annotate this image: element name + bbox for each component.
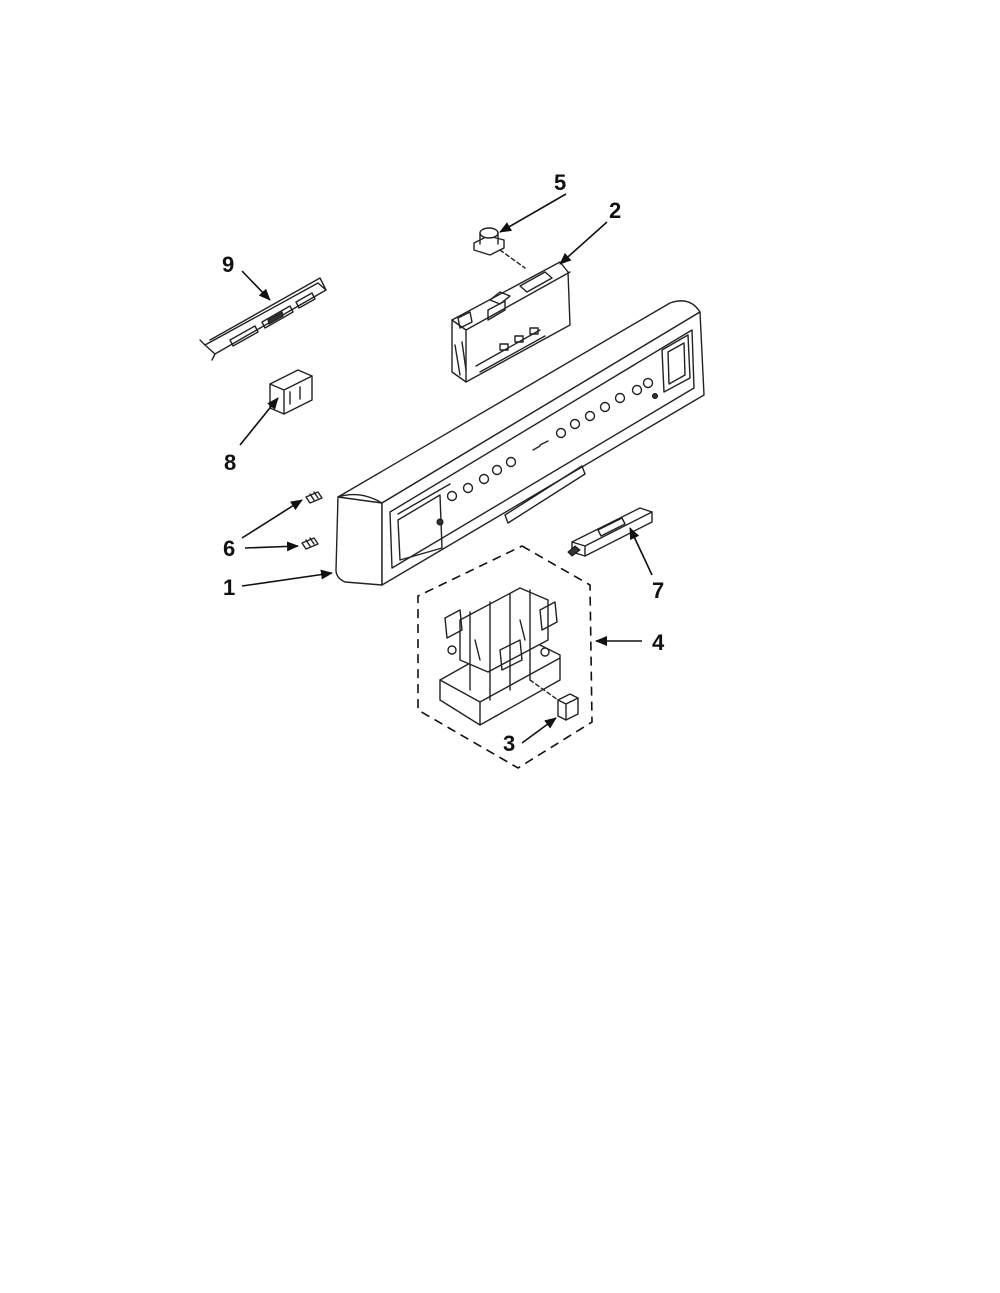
callout-6: 6 — [223, 536, 235, 561]
callout-3: 3 — [503, 731, 515, 756]
small-plug-part[interactable] — [529, 679, 579, 721]
callout-4: 4 — [652, 630, 665, 655]
callout-9: 9 — [222, 252, 234, 277]
door-latch-part[interactable] — [567, 507, 653, 557]
leader-arrows — [239, 193, 653, 744]
screw-lower-part[interactable] — [301, 537, 319, 550]
console-button-row — [436, 377, 658, 526]
callout-7: 7 — [652, 578, 664, 603]
switch-strip-part[interactable] — [199, 277, 327, 361]
mounting-clip-part[interactable] — [269, 369, 313, 415]
callout-5: 5 — [554, 170, 566, 195]
connector-cap-part[interactable] — [473, 227, 526, 269]
callout-1: 1 — [223, 575, 235, 600]
callout-2: 2 — [609, 198, 621, 223]
control-board-part[interactable] — [451, 261, 571, 383]
callout-8: 8 — [224, 450, 236, 475]
screw-upper-part[interactable] — [305, 491, 323, 504]
housing-detail — [439, 587, 561, 726]
housing-assembly-part[interactable] — [417, 545, 593, 769]
console-panel-part[interactable] — [335, 300, 705, 586]
